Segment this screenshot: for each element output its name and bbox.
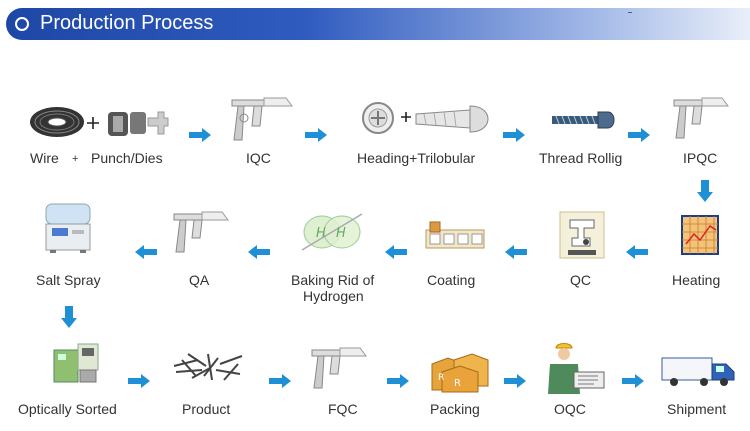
arrow-left-icon [505, 245, 527, 259]
iqc-label: IQC [246, 150, 271, 166]
caliper-icon-3 [173, 211, 229, 253]
circle-icon [15, 17, 29, 31]
caliper-icon-2 [673, 97, 729, 139]
svg-text:R: R [438, 373, 444, 383]
screw-head-icon [362, 102, 394, 134]
salt-spray-machine-icon [45, 203, 91, 253]
heading-label: Heading+Trilobular [357, 150, 476, 166]
arrow-left-icon [135, 245, 157, 259]
header-mark [628, 12, 632, 13]
product-screws-icon [173, 353, 243, 381]
plus-label: + [72, 153, 79, 165]
qa-label: QA [189, 272, 210, 288]
trilobular-screw-icon [415, 105, 489, 133]
thread-label: Thread Rollig [539, 150, 623, 166]
baking-label-2: Hydrogen [303, 288, 364, 304]
inspector-icon [548, 343, 605, 394]
arrow-right-icon [269, 374, 291, 388]
packing-label: Packing [430, 401, 480, 417]
ipqc-label: IPQC [683, 150, 718, 166]
arrow-right-icon [387, 374, 409, 388]
plus-icon-2 [401, 112, 411, 122]
arrow-right-icon [128, 374, 150, 388]
arrow-left-icon [626, 245, 648, 259]
optically-sorted-label: Optically Sorted [18, 401, 117, 417]
wire-coil-icon [30, 107, 84, 137]
arrow-left-icon [385, 245, 407, 259]
wire-label: Wire [30, 150, 59, 166]
svg-text:R: R [454, 378, 461, 389]
arrow-right-icon [628, 128, 650, 142]
caliper-icon [231, 97, 293, 141]
caliper-icon-4 [311, 347, 367, 389]
coating-line-icon [425, 221, 485, 249]
qc-label: QC [570, 272, 591, 288]
heating-furnace-icon [681, 215, 719, 255]
punch-dies-label: Punch/Dies [91, 150, 163, 166]
truck-icon [661, 357, 735, 386]
heating-label: Heating [672, 272, 721, 288]
arrow-right-icon [189, 128, 211, 142]
arrow-right-icon [504, 374, 526, 388]
arrow-right-icon [622, 374, 644, 388]
arrow-left-icon [248, 245, 270, 259]
hydrogen-molecule-icon: H H [301, 213, 363, 251]
header-title: Production Process [40, 12, 214, 34]
section-header: Production Process [6, 8, 750, 40]
thread-screw-icon [552, 111, 615, 129]
oqc-label: OQC [554, 401, 586, 417]
baking-label-1: Baking Rid of [291, 272, 375, 288]
arrow-right-icon [503, 128, 525, 142]
microscope-icon [559, 211, 605, 259]
arrow-down-icon [697, 180, 713, 202]
svg-text:H: H [316, 226, 326, 241]
punch-dies-icon [108, 111, 169, 136]
svg-text:H: H [336, 226, 346, 241]
packing-boxes-icon: R R [431, 353, 489, 393]
shipment-label: Shipment [667, 401, 727, 417]
salt-spray-label: Salt Spray [36, 272, 101, 288]
fqc-label: FQC [328, 401, 358, 417]
optical-sorter-icon [53, 343, 99, 383]
plus-icon [87, 117, 99, 129]
arrow-right-icon [305, 128, 327, 142]
product-label: Product [182, 401, 231, 417]
coating-label: Coating [427, 272, 476, 288]
arrow-down-icon [61, 306, 77, 328]
